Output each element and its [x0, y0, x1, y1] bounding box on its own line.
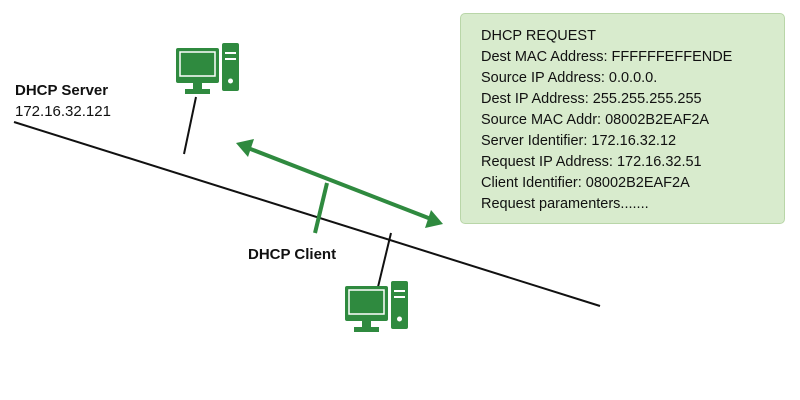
network-bus-line — [13, 121, 601, 307]
packet-field-client-identifier: Client Identifier: 08002B2EAF2A — [481, 175, 690, 191]
server-connection-line — [183, 96, 197, 155]
client-computer-icon — [345, 281, 408, 332]
packet-title: DHCP REQUEST — [481, 28, 596, 44]
broadcast-arrow — [236, 139, 443, 234]
server-ip-address: 172.16.32.121 — [15, 103, 111, 120]
server-label: DHCP Server 172.16.32.121 — [15, 82, 111, 121]
packet-field-server-identifier: Server Identifier: 172.16.32.12 — [481, 133, 677, 149]
client-pointer-line — [313, 182, 329, 234]
packet-field-dest-mac: Dest MAC Address: FFFFFFEFFENDE — [481, 49, 733, 65]
packet-field-request-ip: Request IP Address: 172.16.32.51 — [481, 154, 702, 170]
client-connection-line — [377, 232, 392, 288]
dhcp-request-packet-box: DHCP REQUEST Dest MAC Address: FFFFFFEFF… — [460, 13, 785, 224]
packet-field-source-ip: Source IP Address: 0.0.0.0. — [481, 70, 658, 86]
packet-field-source-mac: Source MAC Addr: 08002B2EAF2A — [481, 112, 710, 128]
server-name: DHCP Server — [15, 82, 109, 99]
client-name: DHCP Client — [248, 246, 337, 263]
server-computer-icon — [176, 43, 239, 94]
packet-field-request-parameters: Request paramenters....... — [481, 196, 649, 212]
packet-field-dest-ip: Dest IP Address: 255.255.255.255 — [481, 91, 702, 107]
